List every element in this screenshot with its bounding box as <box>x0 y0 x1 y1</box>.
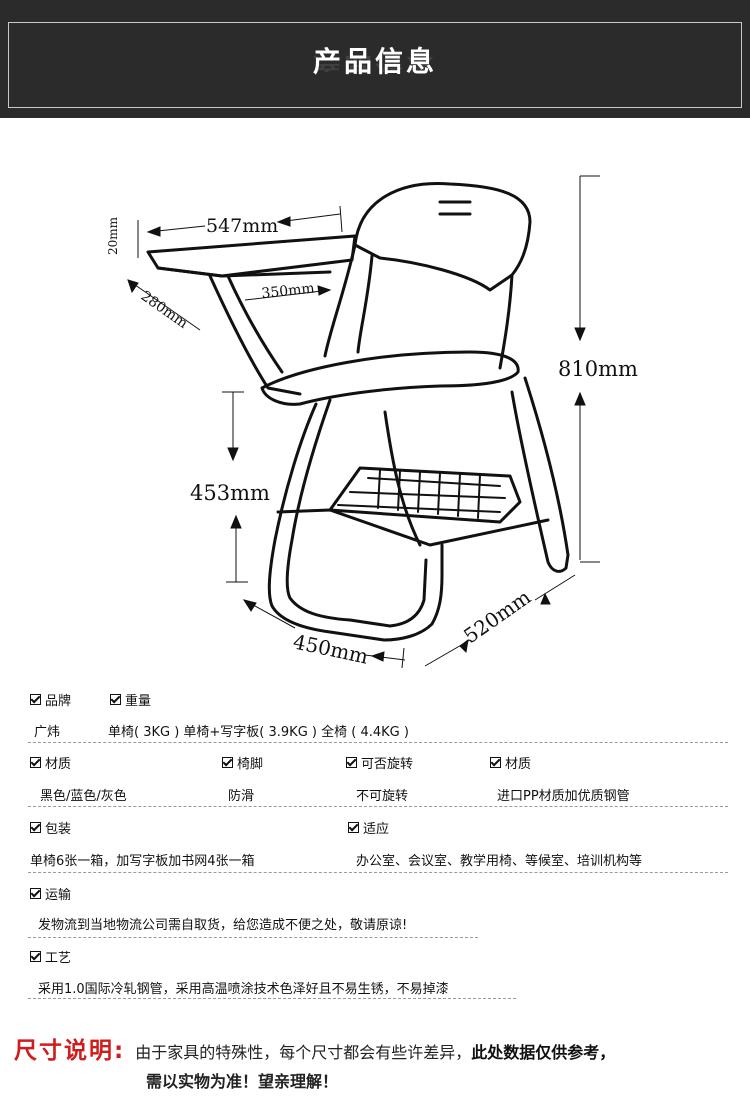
dim-desk-depth: 280mm <box>138 288 191 332</box>
shipping-label: 运输 <box>30 884 71 903</box>
material-value: 黑色/蓝色/灰色 <box>40 789 127 804</box>
brand-value: 广炜 <box>34 725 61 740</box>
check-icon <box>346 757 357 768</box>
material-label: 材质 <box>30 753 71 772</box>
title-reflection: 产品信息 <box>312 53 437 73</box>
shipping-value: 发物流到当地物流公司需自取货，给您造成不便之处，敬请原谅! <box>38 918 408 933</box>
note-heading: 尺寸说明: <box>14 1038 126 1064</box>
brand-label: 品牌 <box>30 690 71 709</box>
weight-label: 重量 <box>110 690 151 709</box>
dim-total-height: 810mm <box>558 357 638 381</box>
check-icon <box>30 822 41 833</box>
header-banner: 产品信息 产品信息 <box>0 0 750 118</box>
chair-diagram: 547mm 20mm 280mm 350mm 810mm 453mm 450mm… <box>106 175 638 669</box>
craft-label: 工艺 <box>30 947 71 966</box>
note-text: 由于家具的特殊性，每个尺寸都会有些许差异， <box>135 1043 472 1062</box>
usage-value: 办公室、会议室、教学用椅、等候室、培训机构等 <box>356 854 643 869</box>
divider <box>28 998 516 999</box>
material2-value: 进口PP材质加优质钢管 <box>497 789 630 804</box>
weight-value: 单椅( 3KG ) 单椅+写字板( 3.9KG ) 全椅 ( 4.4KG ) <box>108 725 409 740</box>
craft-value: 采用1.0国际冷轧钢管，采用高温喷涂技术色泽好且不易生锈，不易掉漆 <box>38 982 449 997</box>
divider <box>28 872 728 873</box>
check-icon <box>30 951 41 962</box>
material2-label: 材质 <box>490 753 531 772</box>
check-icon <box>222 757 233 768</box>
chair-drawing <box>146 182 570 642</box>
note-bold: 此处数据仅供参考， <box>471 1043 616 1062</box>
check-icon <box>30 757 41 768</box>
check-icon <box>490 757 501 768</box>
divider <box>28 806 728 807</box>
package-label: 包装 <box>30 818 71 837</box>
legs-value: 防滑 <box>228 789 255 804</box>
page-title: 产品信息 <box>312 45 437 78</box>
check-icon <box>30 888 41 899</box>
check-icon <box>110 694 121 705</box>
dimension-lines <box>127 175 600 669</box>
divider <box>28 937 478 938</box>
usage-label: 适应 <box>348 818 389 837</box>
dim-top-width: 547mm <box>206 215 278 237</box>
legs-label: 椅脚 <box>222 753 263 772</box>
dim-seat-height: 453mm <box>190 481 270 505</box>
dim-desk-width: 350mm <box>261 280 316 301</box>
dim-base-depth: 520mm <box>459 585 535 648</box>
dim-desk-thickness: 20mm <box>106 216 120 255</box>
size-note: 尺寸说明: 由于家具的特殊性，每个尺寸都会有些许差异，此处数据仅供参考， <box>14 1036 744 1068</box>
rotate-value: 不可旋转 <box>356 789 409 804</box>
rotate-label: 可否旋转 <box>346 753 413 772</box>
note-line2: 需以实物为准！望亲理解！ <box>146 1072 339 1091</box>
package-value: 单椅6张一箱，加写字板加书网4张一箱 <box>30 854 255 869</box>
divider <box>28 742 728 743</box>
banner-frame <box>8 22 742 108</box>
check-icon <box>30 694 41 705</box>
check-icon <box>348 822 359 833</box>
